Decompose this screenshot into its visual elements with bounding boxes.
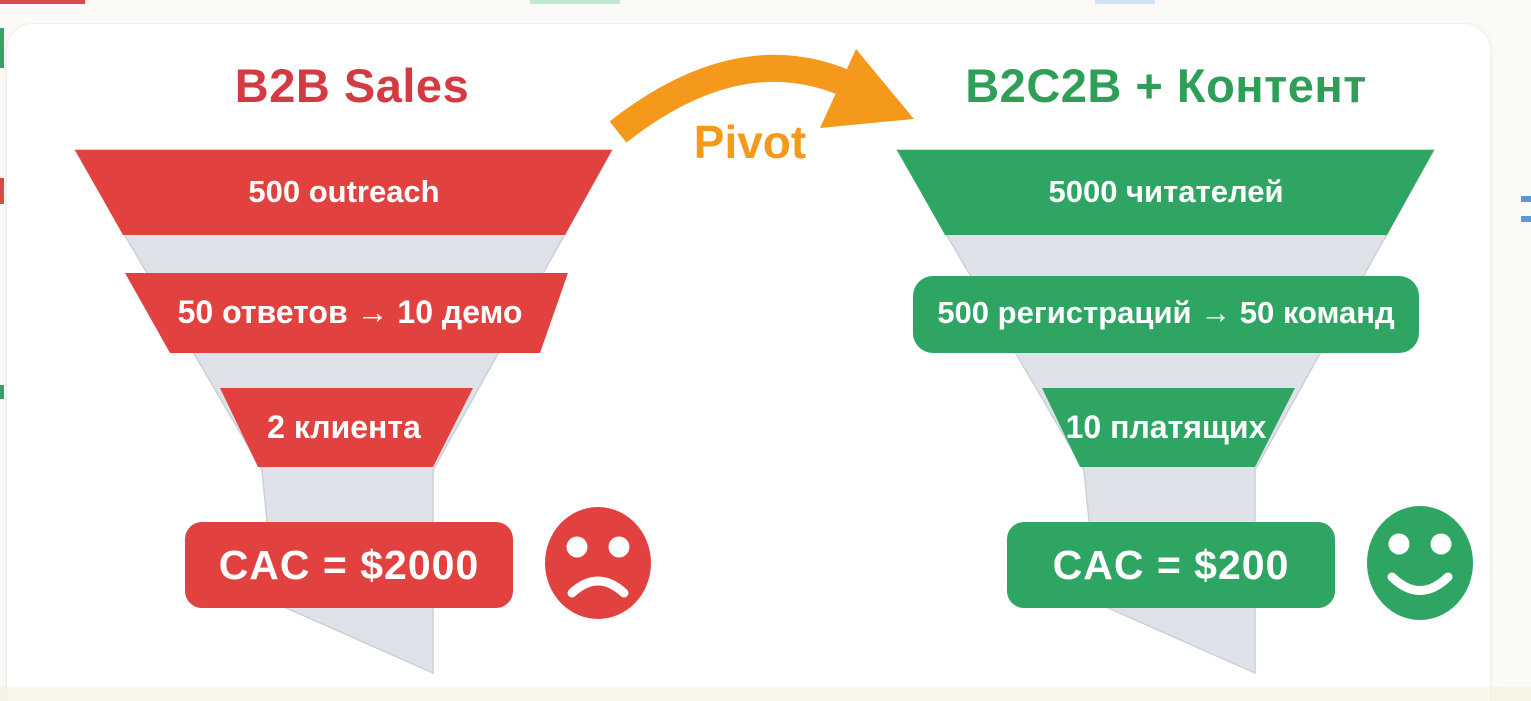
right-cac-badge: CAC = $200	[1007, 522, 1335, 608]
right-funnel	[895, 149, 1473, 675]
edge-artifact	[1521, 196, 1531, 202]
right-funnel-tier3-band	[1042, 388, 1295, 467]
pivot-arrow-icon	[609, 49, 914, 143]
edge-artifact	[0, 0, 85, 4]
left-tier1-label: 500 outreach	[248, 174, 440, 209]
edge-artifact	[1095, 0, 1155, 4]
left-tier2-label: 50 ответов → 10 демо	[177, 294, 523, 330]
edge-artifact	[1521, 216, 1531, 222]
left-funnel-tier1-band	[75, 150, 612, 235]
sad-face-icon	[545, 507, 651, 619]
left-funnel-tier2-band	[125, 273, 568, 353]
edge-artifact	[530, 0, 620, 4]
bottom-tint	[0, 687, 1531, 701]
right-tier1-label: 5000 читателей	[1048, 174, 1284, 209]
edge-artifact	[0, 28, 4, 68]
right-tier2-label: 500 регистраций → 50 команд	[937, 295, 1395, 330]
edge-artifact	[0, 385, 4, 399]
left-cac-badge: CAC = $2000	[185, 522, 513, 608]
pivot-label: Pivot	[693, 116, 807, 168]
right-funnel-title: B2C2B + Контент	[965, 59, 1367, 112]
left-funnel	[73, 149, 651, 675]
left-funnel-title: B2B Sales	[234, 59, 470, 112]
right-funnel-tier1-band	[897, 150, 1434, 235]
edge-artifact	[0, 178, 4, 204]
right-funnel-tier2-band	[913, 276, 1419, 353]
left-funnel-tier3-band	[220, 388, 473, 467]
left-tier3-label: 2 клиента	[267, 409, 421, 445]
happy-face-icon	[1367, 506, 1473, 620]
right-tier3-label: 10 платящих	[1065, 409, 1267, 445]
